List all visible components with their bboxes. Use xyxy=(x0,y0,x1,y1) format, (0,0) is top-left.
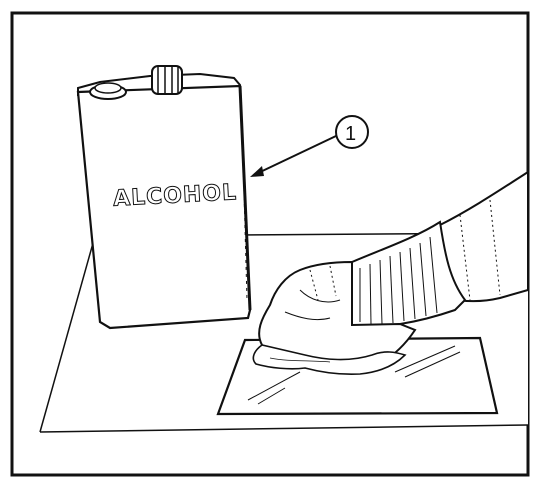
alcohol-can: ALCOHOL xyxy=(78,66,250,328)
callout-arrowhead xyxy=(250,166,264,177)
callout: 1 xyxy=(250,116,368,177)
callout-number: 1 xyxy=(345,123,356,145)
